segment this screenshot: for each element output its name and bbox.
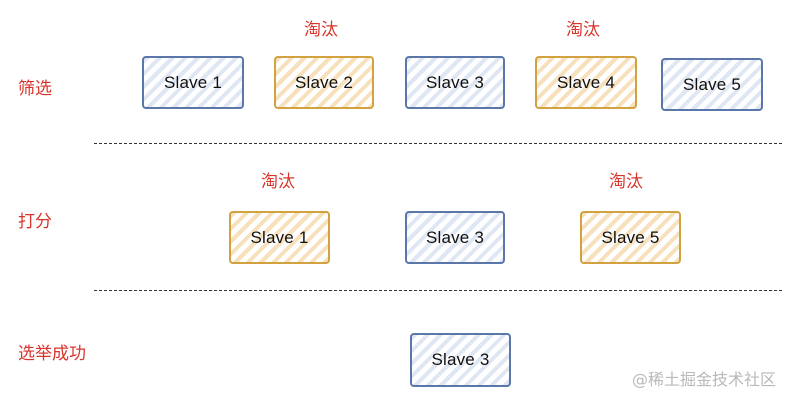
stage-label-filter: 筛选 xyxy=(18,79,52,99)
node-slave-5: Slave 5 xyxy=(580,211,681,264)
watermark: @稀土掘金技术社区 xyxy=(631,370,776,389)
node-slave-3: Slave 3 xyxy=(405,211,505,264)
node-slave-3-elected: Slave 3 xyxy=(410,333,511,387)
stage-label-score: 打分 xyxy=(18,212,52,232)
stage-label-elected: 选举成功 xyxy=(18,344,86,364)
node-slave-5: Slave 5 xyxy=(661,58,763,111)
node-slave-3: Slave 3 xyxy=(405,56,505,109)
node-slave-2: Slave 2 xyxy=(274,56,374,109)
node-slave-4: Slave 4 xyxy=(535,56,637,109)
stage-divider xyxy=(94,143,782,144)
stage-divider xyxy=(94,290,782,291)
eliminated-tag: 淘汰 xyxy=(609,172,643,192)
node-slave-1: Slave 1 xyxy=(229,211,330,264)
eliminated-tag: 淘汰 xyxy=(566,20,600,40)
node-slave-1: Slave 1 xyxy=(142,56,244,109)
eliminated-tag: 淘汰 xyxy=(261,172,295,192)
eliminated-tag: 淘汰 xyxy=(304,20,338,40)
